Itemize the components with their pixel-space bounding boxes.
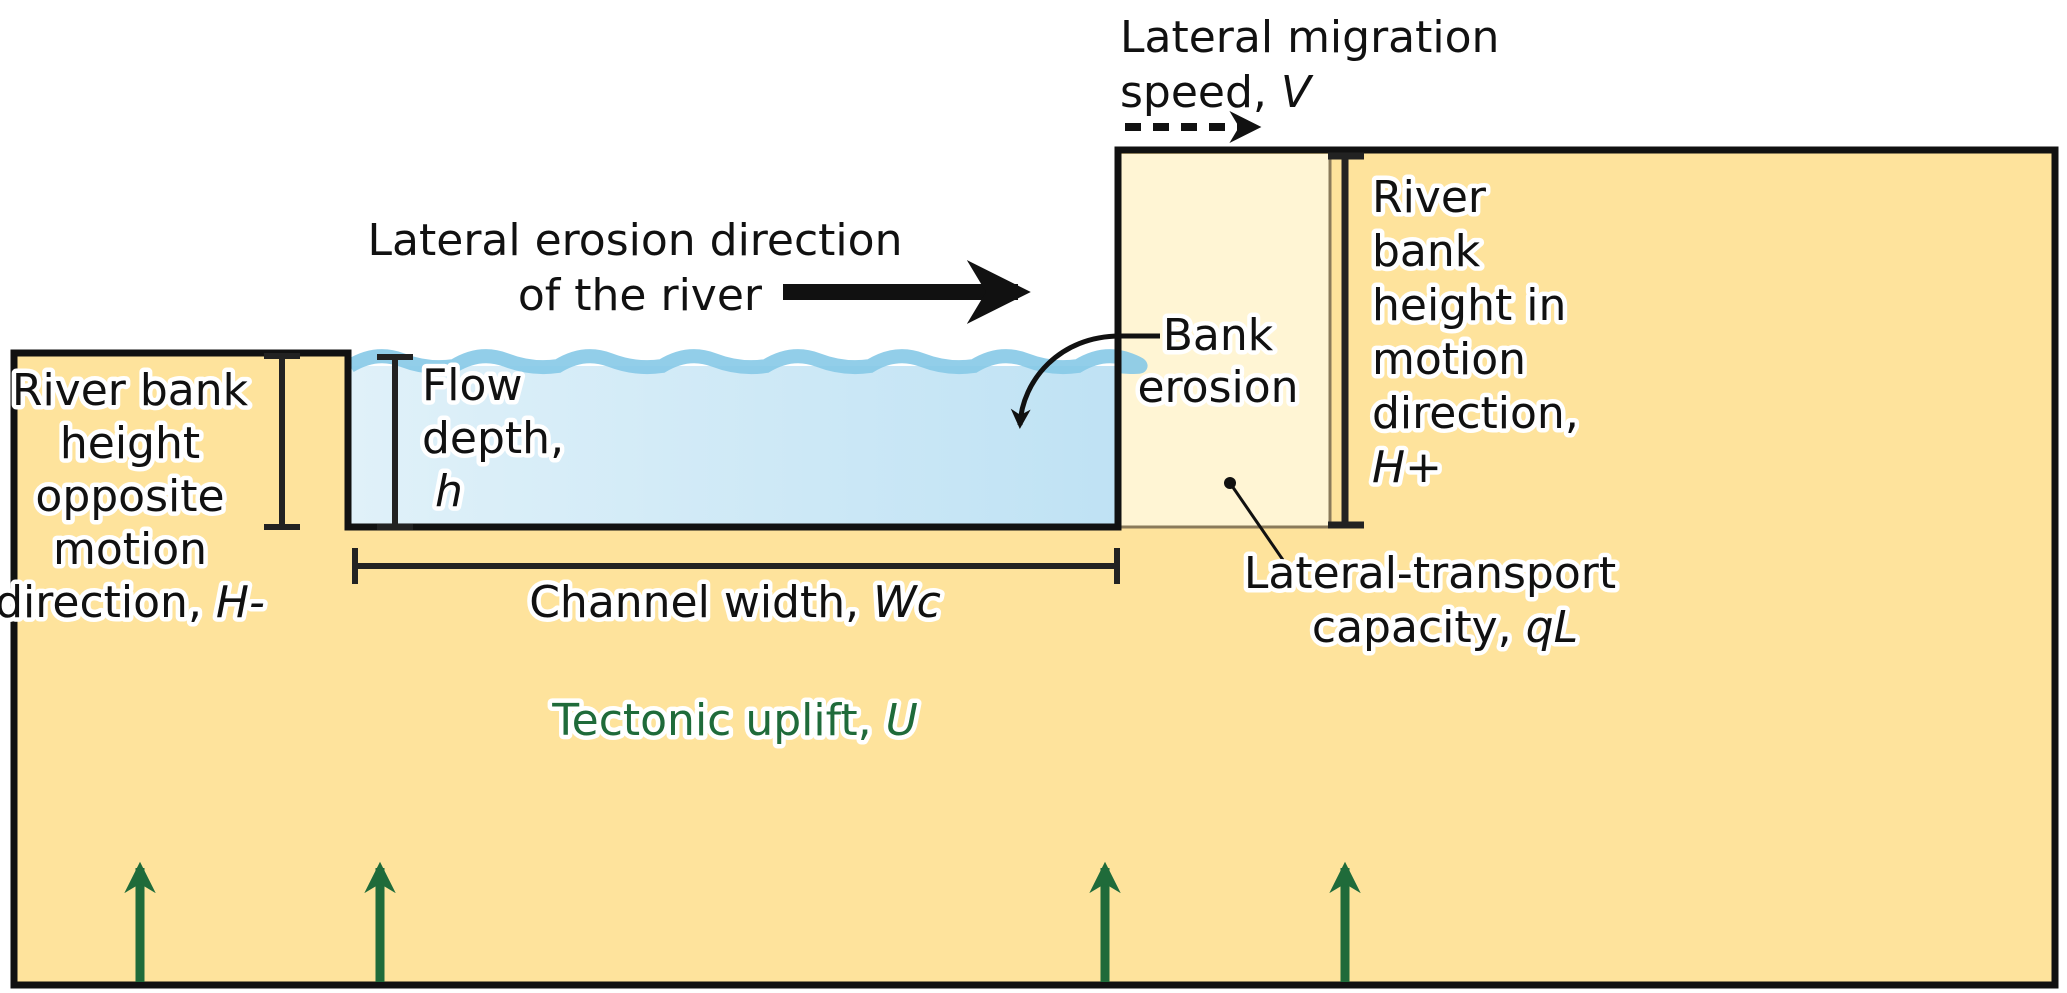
svg-text:motion: motion [1372,334,1526,385]
svg-text:height in: height in [1372,280,1566,331]
h-minus-label: River bank height opposite motion direct… [0,361,269,633]
migration-label-2: speed, V [1120,67,1314,118]
svg-text:bank: bank [1372,226,1481,277]
flow-depth-label: Flow depth, h [418,356,569,522]
svg-text:River: River [1372,172,1487,223]
flow-depth-bar [377,354,413,530]
svg-text:height: height [60,418,200,469]
svg-text:h: h [435,466,463,517]
svg-text:depth,: depth, [422,413,564,464]
h-plus-label: River bank height in motion direction, H… [1368,168,1584,498]
migration-label: Lateral migration [1120,12,1499,63]
uplift-arrows [124,861,1361,982]
svg-text:motion: motion [53,524,207,575]
svg-text:Flow: Flow [422,360,522,411]
terrain-outline [10,146,2059,989]
channel-width-label: Channel width, Wc [529,577,941,628]
eroding-bank-zone [1121,154,1330,527]
transport-capacity-pointer [1224,477,1285,561]
bank-erosion-label-2: erosion [1137,362,1298,413]
svg-text:H+: H+ [1372,442,1442,493]
transport-capacity-label-2: capacity, qL [1312,602,1578,653]
tectonic-uplift-label: Tectonic uplift, U [551,695,918,746]
svg-text:River bank: River bank [12,365,249,416]
h-plus-bar [1328,152,1364,529]
channel-width-bar [352,548,1120,584]
bank-erosion-arrow [1010,333,1160,429]
erosion-direction-label: Lateral erosion direction [368,215,903,266]
svg-text:direction, H-: direction, H- [0,577,265,628]
river-water [350,366,1118,527]
svg-text:direction,: direction, [1372,388,1579,439]
erosion-direction-label-2: of the river [518,270,763,321]
h-minus-bar [264,353,300,530]
transport-capacity-label: Lateral-transport [1244,548,1616,599]
water-surface-wave [346,349,1148,375]
svg-text:opposite: opposite [35,471,224,522]
bank-erosion-label: Bank [1163,310,1274,361]
